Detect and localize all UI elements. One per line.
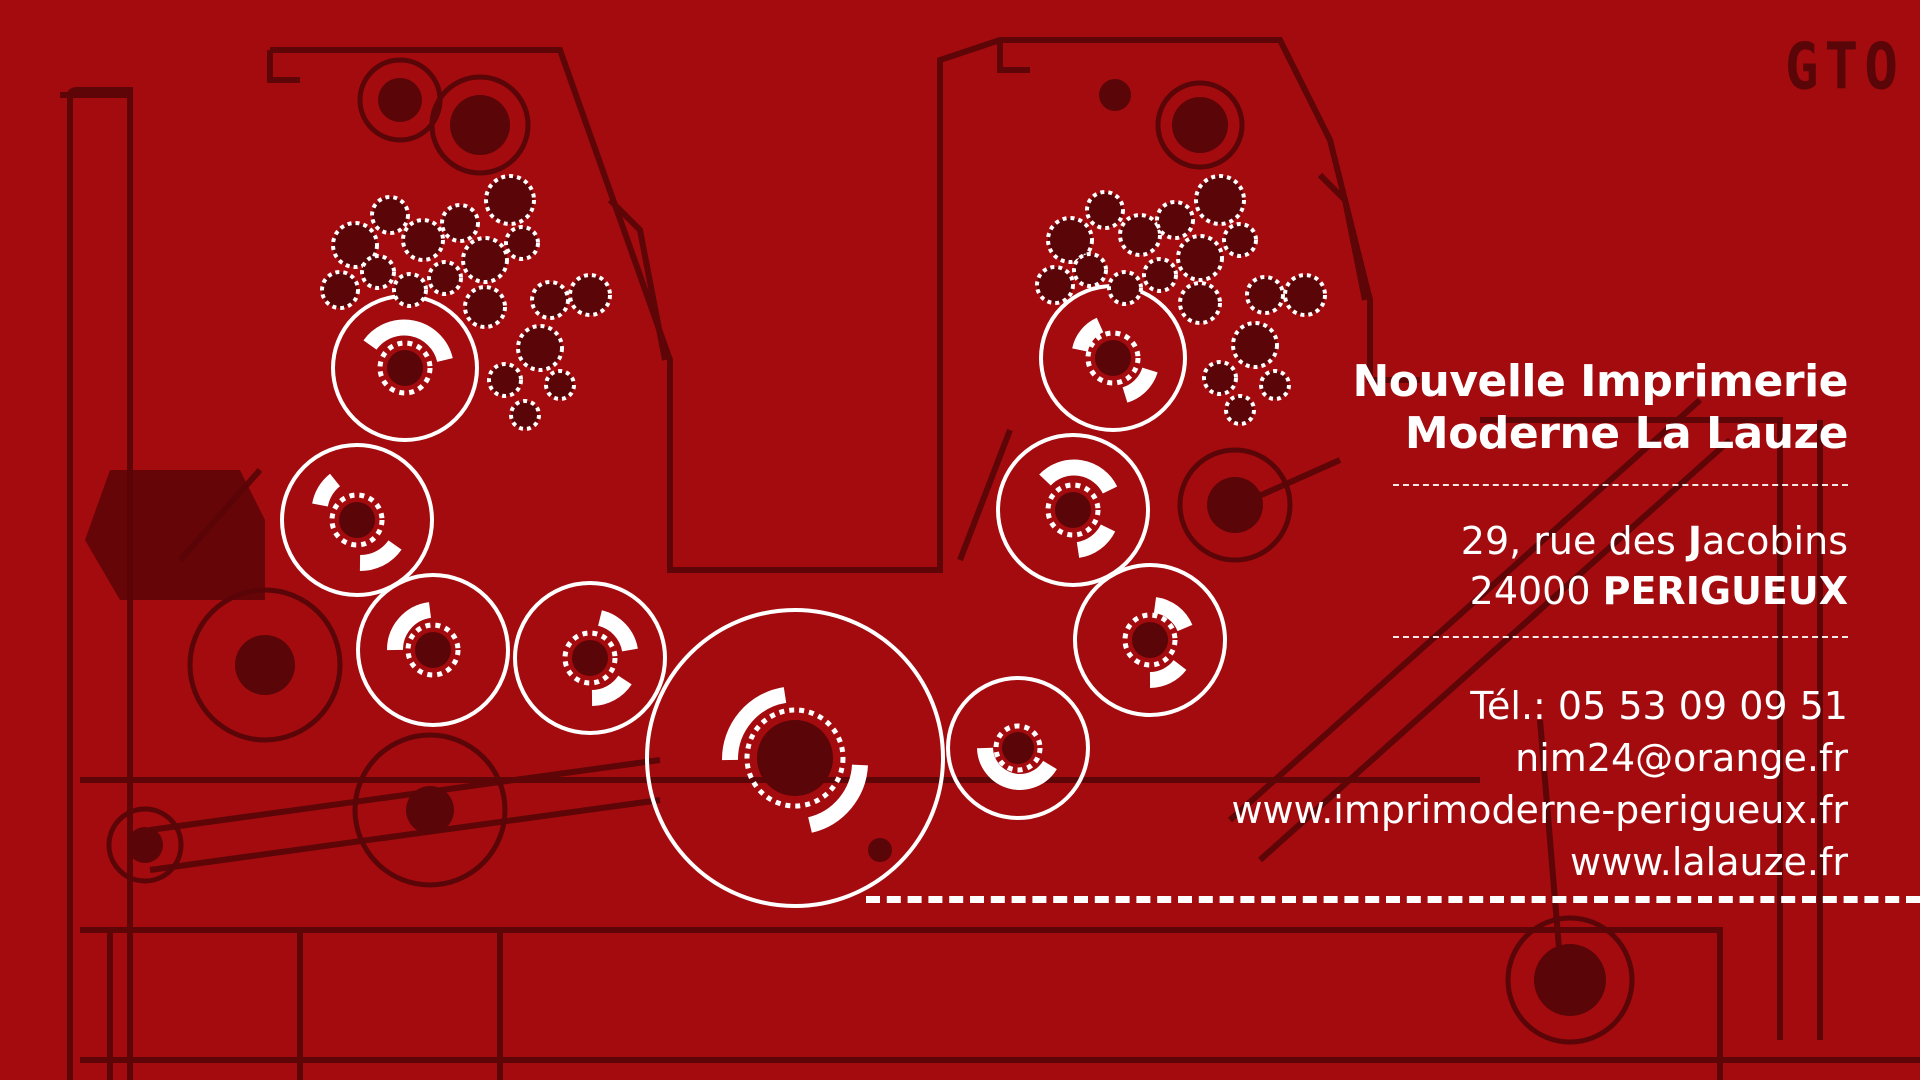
cylinder-cores <box>339 340 1168 796</box>
email-link[interactable]: nim24@orange.fr <box>1515 736 1848 780</box>
press-frame-drawing <box>60 37 1920 1080</box>
company-name-line2: Moderne La Lauze <box>1404 408 1849 459</box>
contact-list: Tél.: 05 53 09 09 51 nim24@orange.fr www… <box>948 680 1848 888</box>
street-prefix: 29, rue des <box>1460 519 1688 563</box>
gto-press-logo: GTO <box>1784 30 1904 105</box>
dashed-rule <box>866 896 1920 903</box>
core-dashed-rings <box>329 330 1178 809</box>
divider-top <box>1393 484 1848 486</box>
website-link-1[interactable]: www.imprimoderne-perigueux.fr <box>1231 788 1848 832</box>
street-address: 29, rue des Jacobins <box>948 516 1848 566</box>
company-name-line1: Nouvelle Imprimerie <box>1352 356 1848 407</box>
ink-roller-gears-left <box>320 174 612 431</box>
postcode: 24000 <box>1469 569 1603 613</box>
ink-fountain <box>85 470 265 600</box>
street-rest: acobins <box>1702 519 1848 563</box>
cylinder-rings <box>280 284 1227 908</box>
divider-bottom <box>1393 636 1848 638</box>
street-initial: J <box>1687 519 1702 563</box>
background-rollers <box>127 78 1606 1016</box>
city-line: 24000 PERIGUEUX <box>948 566 1848 616</box>
cylinder-arc-segments <box>312 317 1193 833</box>
phone-number: Tél.: 05 53 09 09 51 <box>1470 684 1848 728</box>
city: PERIGUEUX <box>1602 569 1848 613</box>
website-link-2[interactable]: www.lalauze.fr <box>1569 840 1848 884</box>
contact-block: Nouvelle Imprimerie Moderne La Lauze 29,… <box>948 356 1848 888</box>
background-roller-outlines <box>106 57 1635 1045</box>
ink-roller-gears-right <box>1035 174 1327 426</box>
